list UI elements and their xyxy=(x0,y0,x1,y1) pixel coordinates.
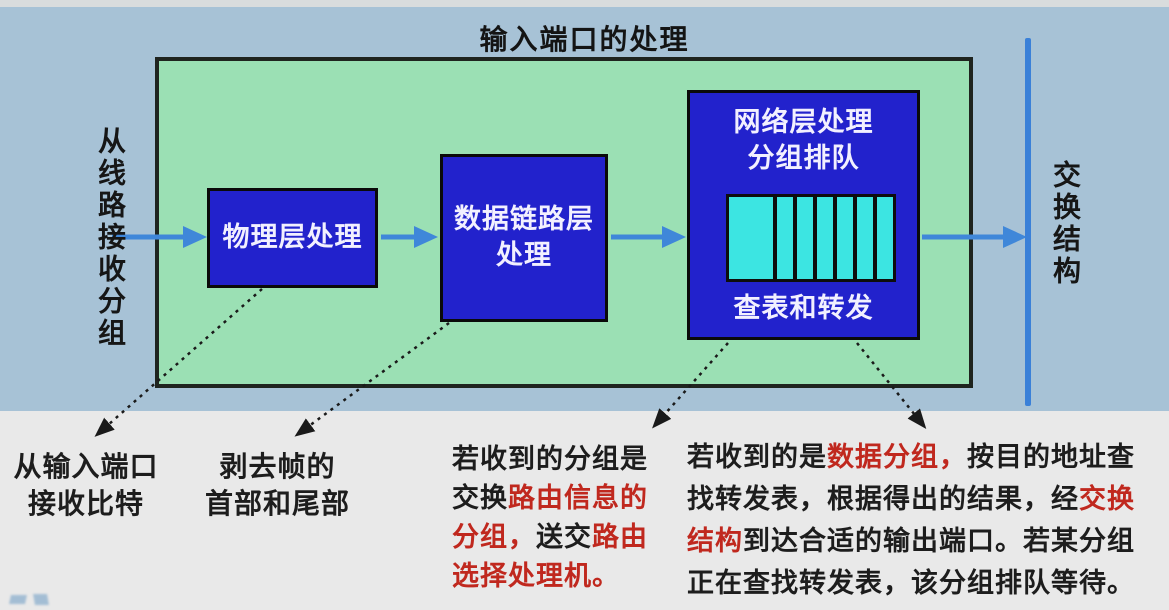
switching-fabric-line xyxy=(1025,38,1031,406)
packet-queue xyxy=(726,194,896,282)
datalink-layer-label: 数据链路层 处理 xyxy=(454,204,594,271)
queue-cell xyxy=(877,197,893,279)
lookup-forward-label: 查表和转发 xyxy=(733,293,874,324)
receive-from-line-label: 从线路接收分组 xyxy=(94,126,127,350)
note-data-packet: 若收到的是数据分组，按目的地址查 找转发表，根据得出的结果，经交换 结构到达合适… xyxy=(687,442,1135,599)
physical-layer-label: 物理层处理 xyxy=(222,222,363,253)
queue-cell xyxy=(777,197,793,279)
physical-layer-box: 物理层处理 xyxy=(207,188,378,288)
queue-cell xyxy=(837,197,853,279)
network-layer-box: 网络层处理 分组排队 查表和转发 xyxy=(687,90,920,340)
top-strip xyxy=(0,0,1169,7)
note-receive-bits: 从输入端口 接收比特 xyxy=(13,450,159,520)
network-layer-label: 网络层处理 分组排队 xyxy=(733,107,874,174)
datalink-layer-box: 数据链路层 处理 xyxy=(440,154,608,322)
queue-cell xyxy=(729,197,773,279)
note-routing-packet: 若收到的分组是 交换路由信息的 分组，送交路由 选择处理机。 xyxy=(452,444,648,592)
watermark xyxy=(8,593,54,607)
switching-fabric-label: 交换结构 xyxy=(1049,160,1082,288)
queue-cell xyxy=(817,197,833,279)
queue-cell xyxy=(797,197,813,279)
note-strip-frame: 剥去帧的 首部和尾部 xyxy=(204,450,350,520)
queue-cell xyxy=(857,197,873,279)
diagram-title: 输入端口的处理 xyxy=(479,23,690,56)
